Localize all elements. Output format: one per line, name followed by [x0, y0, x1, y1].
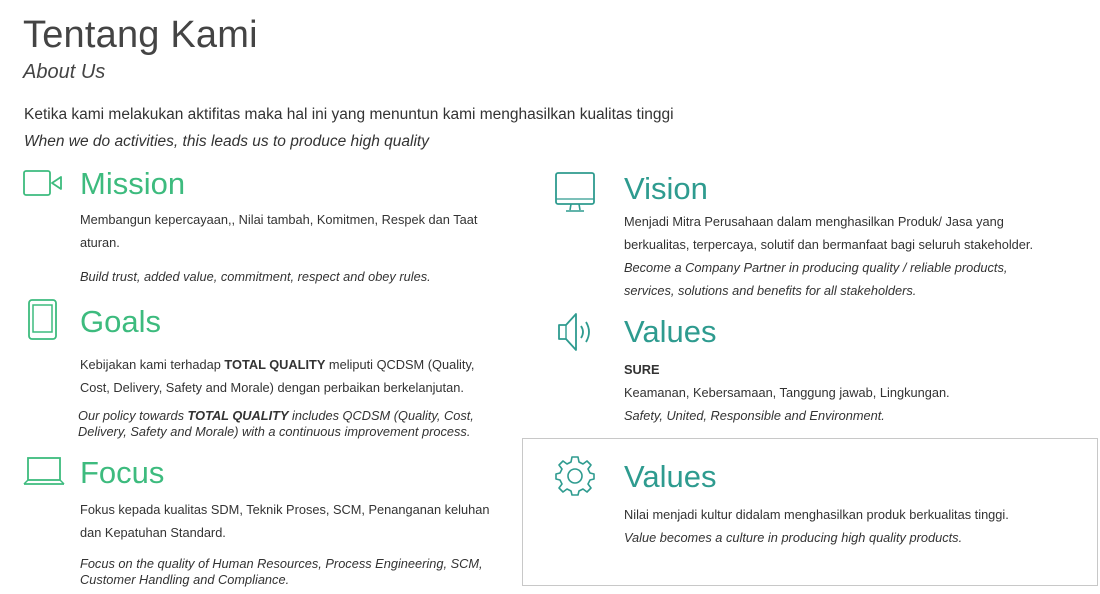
- values-sure-label: SURE: [624, 362, 660, 377]
- focus-text-en: Focus on the quality of Human Resources,…: [80, 556, 483, 587]
- page-title: Tentang Kami: [23, 14, 258, 56]
- goals-text-id: Kebijakan kami terhadap TOTAL QUALITY me…: [80, 357, 475, 395]
- mission-text-en: Build trust, added value, commitment, re…: [80, 269, 431, 284]
- values-culture-text-en: Value becomes a culture in producing hig…: [624, 530, 963, 545]
- intro-text-en: When we do activities, this leads us to …: [24, 133, 429, 150]
- values-culture-heading: Values: [624, 459, 717, 494]
- mission-heading: Mission: [80, 166, 186, 201]
- values-culture-text-id: Nilai menjadi kultur didalam menghasilka…: [624, 507, 1009, 522]
- speaker-icon: [556, 311, 596, 353]
- values-heading: Values: [624, 314, 717, 349]
- vision-heading: Vision: [624, 171, 708, 206]
- page-subtitle: About Us: [23, 61, 106, 83]
- goals-text-en: Our policy towards TOTAL QUALITY include…: [78, 408, 474, 439]
- video-camera-icon: [23, 170, 63, 196]
- vision-text-id: Menjadi Mitra Perusahaan dalam menghasil…: [624, 214, 1034, 252]
- values-sure-text-id: Keamanan, Kebersamaan, Tanggung jawab, L…: [624, 385, 950, 400]
- intro-text-id: Ketika kami melakukan aktifitas maka hal…: [24, 106, 674, 123]
- values-sure-text-en: Safety, United, Responsible and Environm…: [624, 408, 885, 423]
- tablet-icon: [28, 299, 58, 341]
- monitor-icon: [555, 172, 597, 214]
- focus-text-id: Fokus kepada kualitas SDM, Teknik Proses…: [80, 502, 490, 540]
- focus-heading: Focus: [80, 455, 165, 490]
- vision-text-en: Become a Company Partner in producing qu…: [624, 260, 1008, 298]
- values-culture-card: [522, 438, 1098, 586]
- mission-text-id: Membangun kepercayaan,, Nilai tambah, Ko…: [80, 212, 478, 250]
- gear-icon: [554, 455, 596, 497]
- laptop-icon: [23, 457, 65, 487]
- goals-heading: Goals: [80, 304, 161, 339]
